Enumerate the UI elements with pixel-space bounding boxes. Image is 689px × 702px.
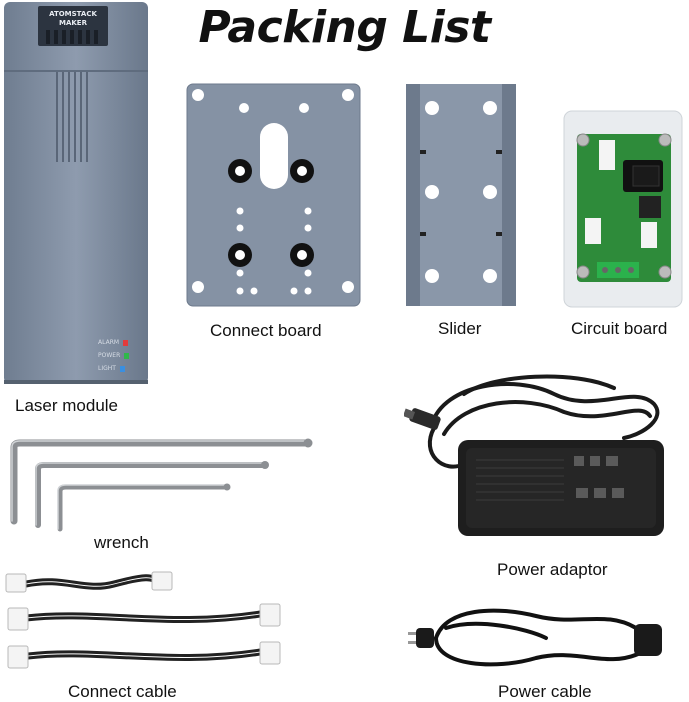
- light-led: [119, 365, 125, 372]
- connect-board-label: Connect board: [210, 321, 322, 340]
- brand-line-1: ATOMSTACK: [49, 10, 97, 18]
- connect-cable-label: Connect cable: [68, 682, 177, 701]
- wrench-image: [2, 435, 314, 535]
- wrench-label: wrench: [94, 533, 149, 552]
- power-cable-image: [406, 598, 666, 676]
- power-led: [124, 352, 130, 359]
- brand-line-2: MAKER: [59, 19, 87, 27]
- slider-label: Slider: [438, 319, 482, 338]
- circuit-board-image: [563, 110, 684, 310]
- circuit-board-label: Circuit board: [571, 319, 668, 338]
- laser-module-label: Laser module: [15, 396, 119, 415]
- connect-board-image: [186, 83, 362, 309]
- brand-text: ATOMSTACK MAKER: [42, 10, 104, 28]
- indicator-alarm: ALARM: [98, 336, 129, 349]
- page-title: Packing List: [198, 2, 491, 53]
- slider-image: [404, 82, 518, 310]
- laser-module-image: ATOMSTACK MAKER ALARM POWER LIGHT: [2, 2, 150, 386]
- indicator-power: POWER: [98, 349, 130, 362]
- indicator-panel: ALARM POWER LIGHT: [98, 336, 130, 375]
- connect-cable-image: [4, 568, 292, 672]
- power-cable-label: Power cable: [498, 682, 592, 701]
- power-adaptor-label: Power adaptor: [497, 560, 608, 579]
- power-adaptor-image: [404, 364, 668, 544]
- indicator-light: LIGHT: [98, 362, 129, 375]
- alarm-led: [123, 339, 129, 346]
